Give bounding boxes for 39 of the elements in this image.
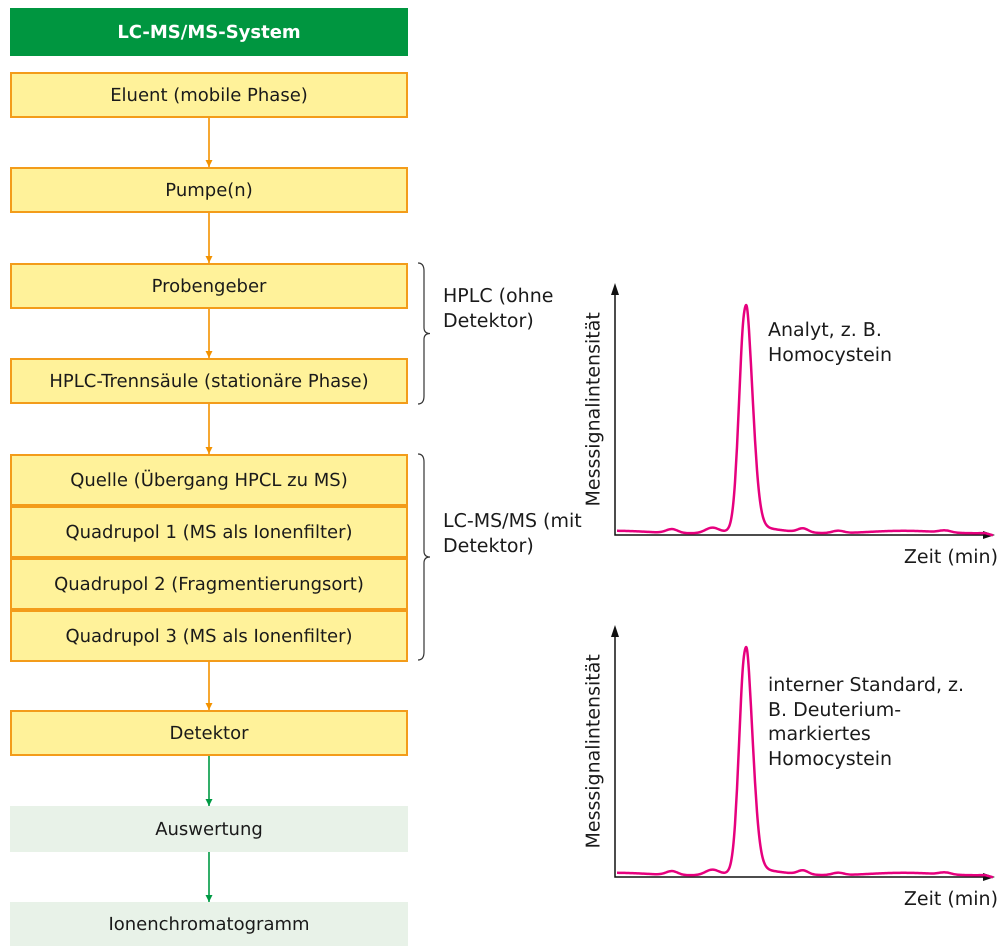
process-box	[10, 454, 408, 506]
process-box	[10, 558, 408, 610]
process-box	[10, 506, 408, 558]
box-label: Quadrupol 2 (Fragmentierungsort)	[54, 574, 364, 594]
arrow	[206, 404, 212, 454]
axis-label: Zeit (min)	[902, 887, 998, 912]
box-label: Quadrupol 3 (MS als Ionenfilter)	[65, 626, 353, 646]
box-label: LC-MS/MS-System	[117, 22, 301, 42]
box-label: HPLC-Trennsäule (stationäre Phase)	[49, 370, 369, 392]
box-label: Eluent (mobile Phase)	[110, 84, 308, 106]
process-box	[10, 167, 408, 213]
result-box	[10, 902, 408, 946]
axis-label: Messsignalintensität	[582, 311, 606, 508]
box-label: Probengeber	[152, 276, 266, 296]
axis-label: Messsignalintensität	[582, 653, 606, 850]
arrow	[206, 213, 212, 263]
process-box	[10, 610, 408, 662]
box-label: Auswertung	[155, 818, 263, 840]
result-box	[10, 806, 408, 852]
arrow	[206, 852, 212, 902]
process-box	[10, 710, 408, 756]
process-box	[10, 263, 408, 309]
arrow	[206, 309, 212, 358]
process-box	[10, 358, 408, 404]
box-label: Pumpe(n)	[165, 180, 253, 200]
box-label: Detektor	[170, 722, 248, 744]
arrow	[206, 756, 212, 806]
bracket-label: LC-MS/MS (mit Detektor)	[443, 509, 583, 558]
box-label: Ionenchromatogramm	[108, 914, 310, 934]
bracket-label: HPLC (ohne Detektor)	[443, 284, 554, 334]
arrow	[206, 118, 212, 167]
arrow	[206, 662, 212, 710]
peak-label: Analyt, z. B. Homocystein	[768, 318, 894, 368]
box-label: Quelle (Übergang HPCL zu MS)	[70, 470, 348, 490]
box-label: Quadrupol 1 (MS als Ionenfilter)	[65, 522, 353, 542]
header-box	[10, 8, 408, 56]
peak-label: interner Standard, z. B. Deuterium-markiertes Homocystein	[768, 673, 966, 772]
process-box	[10, 72, 408, 118]
axis-label: Zeit (min)	[902, 545, 998, 570]
